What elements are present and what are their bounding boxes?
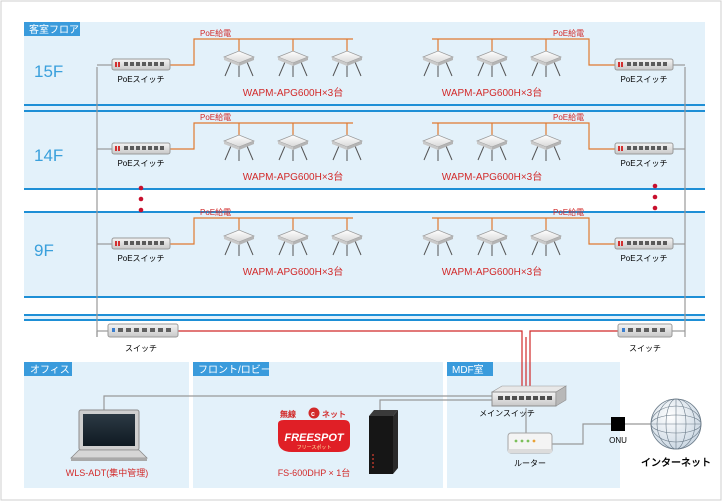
freespot-logo: 無線 c ネット FREESPOT フリースポット: [278, 407, 350, 452]
onu-label: ONU: [609, 436, 627, 445]
switch-right: [617, 323, 673, 338]
access-point-icon: [476, 229, 508, 256]
poe-power-label-left: PoE給電: [200, 207, 231, 217]
front-lobby-title: フロント/ロビー: [198, 364, 271, 376]
mdf-title: MDF室: [452, 363, 484, 376]
svg-text:c: c: [311, 411, 315, 418]
ellipsis-gap: [24, 190, 705, 211]
poe-switch-right-label: PoEスイッチ: [620, 75, 667, 84]
onu-icon: [611, 417, 625, 431]
internet-globe-icon: [650, 398, 702, 450]
laptop-icon: [70, 409, 148, 461]
internet-label: インターネット: [641, 457, 711, 469]
access-point-icon: [223, 229, 255, 256]
main-switch-label: メインスイッチ: [479, 409, 535, 418]
poe-switch-right: [614, 237, 674, 250]
ap-caption-right: WAPM-APG600H×3台: [442, 86, 543, 99]
poe-power-label-left: PoE給電: [200, 28, 231, 38]
floor-ellipsis-dots: [138, 183, 658, 213]
access-point-icon: [331, 229, 363, 256]
floor-14f: 14F PoE給電 PoE給電 PoEスイッチ PoEスイッチ WAPM-APG600H×…: [34, 112, 685, 183]
poe-power-label-right: PoE給電: [553, 28, 584, 38]
ap-caption-left: WAPM-APG600H×3台: [243, 170, 344, 183]
access-point-icon: [277, 134, 309, 161]
access-point-icon: [223, 50, 255, 77]
poe-cable-right: [432, 217, 615, 245]
laptop-caption: WLS-ADT(集中管理): [66, 467, 149, 478]
poe-switch-left: [111, 237, 171, 250]
guest-floor-zone: [24, 22, 705, 349]
router: [507, 432, 553, 454]
poe-switch-right: [614, 58, 674, 71]
svg-text:無線: 無線: [280, 409, 296, 419]
freespot-router-icon: [369, 410, 398, 474]
access-point-icon: [422, 50, 454, 77]
front-lobby-tab: [193, 362, 269, 376]
mdf-tab: [447, 362, 493, 376]
poe-switch-left-label: PoEスイッチ: [117, 75, 164, 84]
svg-text:FREESPOT: FREESPOT: [284, 432, 345, 444]
poe-switch-left-label: PoEスイッチ: [117, 254, 164, 263]
office-title: オフィス: [30, 364, 70, 376]
office-tab: [24, 362, 72, 376]
poe-power-label-right: PoE給電: [553, 207, 584, 217]
access-point-icon: [476, 134, 508, 161]
router-label: ルーター: [514, 459, 546, 468]
poe-cable-left: [170, 217, 353, 245]
poe-switch-right-label: PoEスイッチ: [620, 159, 667, 168]
access-point-icon: [422, 134, 454, 161]
switch-left: [107, 323, 179, 338]
poe-cable-right: [432, 122, 615, 150]
access-point-icon: [331, 50, 363, 77]
floor-label: 15F: [34, 62, 63, 81]
floor-9f: 9F PoE給電 PoE給電 PoEスイッチ PoEスイッチ WAPM-APG600H×3…: [34, 207, 685, 278]
poe-switch-right: [614, 142, 674, 155]
floor-label: 14F: [34, 146, 63, 165]
poe-power-label-right: PoE給電: [553, 112, 584, 122]
poe-cable-left: [170, 38, 353, 66]
access-point-icon: [530, 229, 562, 256]
access-point-icon: [530, 134, 562, 161]
main-switch: [490, 385, 568, 407]
poe-switch-left: [111, 58, 171, 71]
ap-caption-left: WAPM-APG600H×3台: [243, 86, 344, 99]
access-point-icon: [530, 50, 562, 77]
ap-caption-right: WAPM-APG600H×3台: [442, 170, 543, 183]
access-point-icon: [277, 229, 309, 256]
switch-left-label: スイッチ: [125, 344, 157, 353]
access-point-icon: [331, 134, 363, 161]
ap-caption-right: WAPM-APG600H×3台: [442, 265, 543, 278]
guest-floor-tab: [24, 22, 80, 36]
mdf-zone: [447, 362, 620, 488]
access-point-icon: [223, 134, 255, 161]
backbone-cables: [96, 330, 685, 445]
poe-cable-left: [170, 122, 353, 150]
floor-bands: [24, 104, 705, 321]
ap-caption-left: WAPM-APG600H×3台: [243, 265, 344, 278]
poe-switch-left: [111, 142, 171, 155]
freespot-caption: FS-600DHP × 1台: [278, 467, 351, 478]
access-point-icon: [277, 50, 309, 77]
floor-label: 9F: [34, 241, 54, 260]
access-point-icon: [476, 50, 508, 77]
switch-right-label: スイッチ: [629, 344, 661, 353]
poe-cable-right: [432, 38, 615, 66]
svg-text:フリースポット: フリースポット: [297, 444, 332, 451]
floor-15f: 15F PoE給電 PoE給電 PoEスイッチ PoEスイッチ WAPM-APG600H×…: [34, 28, 685, 99]
poe-switch-left-label: PoEスイッチ: [117, 159, 164, 168]
access-point-icon: [422, 229, 454, 256]
lower-gap: [24, 298, 705, 314]
poe-power-label-left: PoE給電: [200, 112, 231, 122]
svg-text:ネット: ネット: [322, 409, 346, 419]
guest-floor-title: 客室フロア: [29, 23, 79, 36]
poe-switch-right-label: PoEスイッチ: [620, 254, 667, 263]
